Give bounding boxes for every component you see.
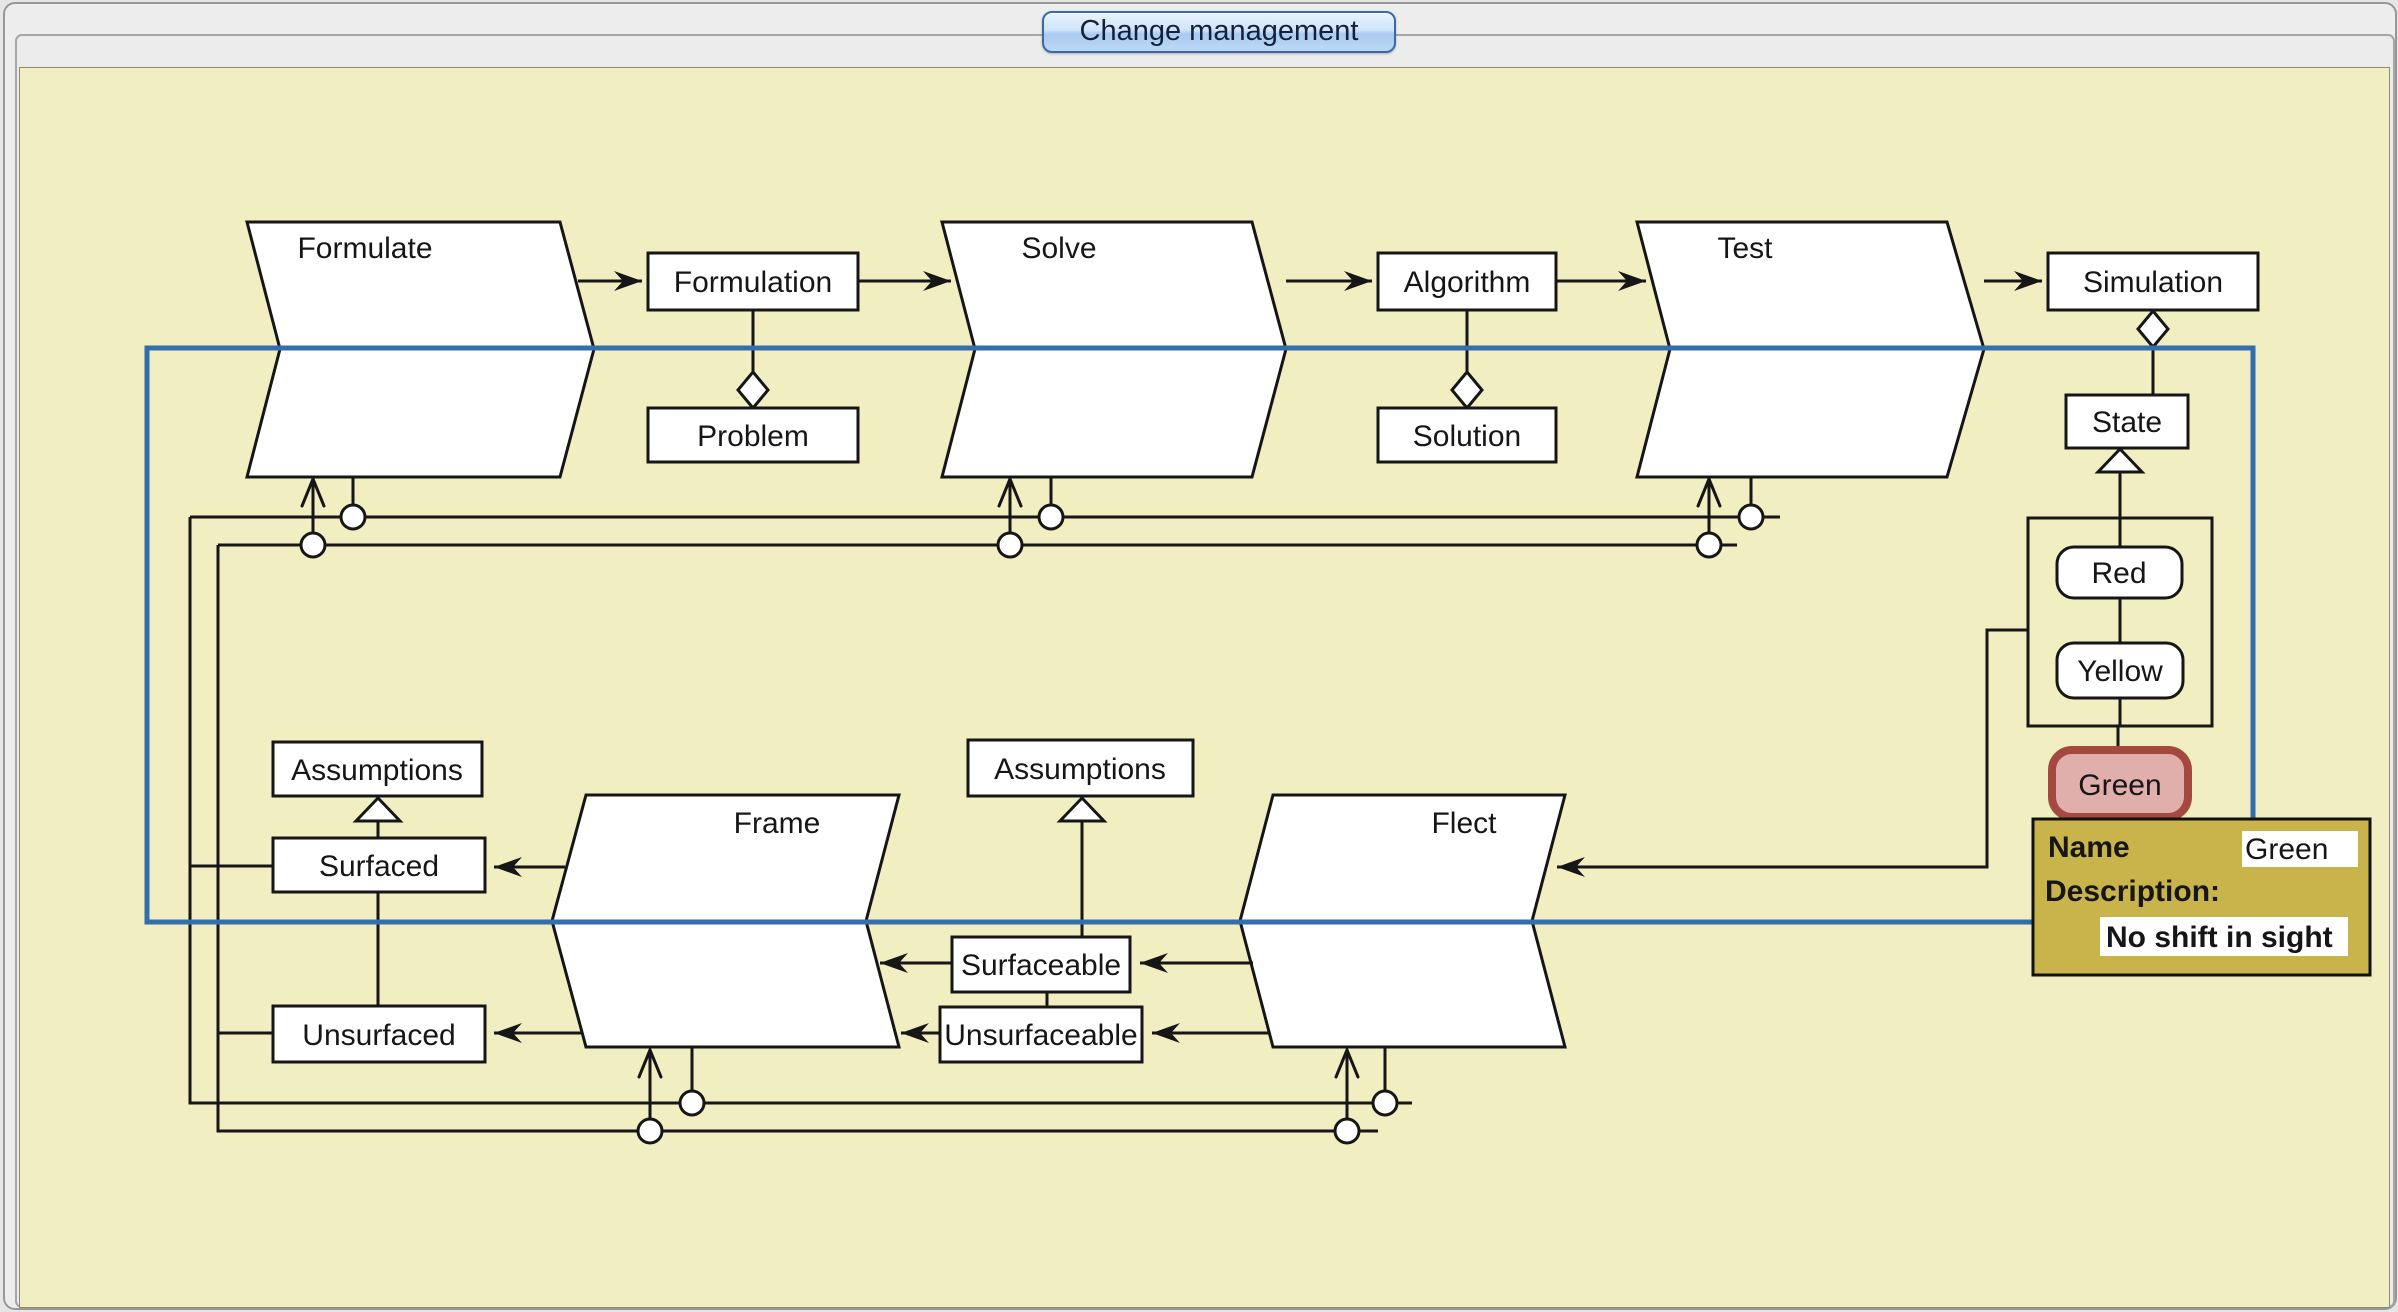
diamond-solution xyxy=(1450,369,1484,411)
tab-change-management[interactable]: Change management xyxy=(1042,11,1396,53)
formulate-label: Formulate xyxy=(297,232,432,265)
inspector-name-value: Green xyxy=(2245,833,2328,866)
assumptions-left-label: Assumptions xyxy=(291,754,463,787)
state-node[interactable] xyxy=(2064,393,2190,450)
formulation-label: Formulation xyxy=(674,266,832,299)
surfaceable-node[interactable] xyxy=(950,935,1132,994)
property-inspector: Name Green Description: No shift in sigh… xyxy=(2031,817,2372,977)
state-label: State xyxy=(2092,406,2162,439)
link-state-chain xyxy=(2116,518,2122,752)
problem-node[interactable] xyxy=(646,406,860,464)
diamond-problem xyxy=(736,369,770,411)
left-inner-bus-line xyxy=(216,545,1378,1133)
yellow-state-label: Yellow xyxy=(2077,655,2163,688)
algorithm-label: Algorithm xyxy=(1404,266,1531,299)
channel-bus-lines xyxy=(188,515,1780,1133)
simulation-label: Simulation xyxy=(2083,266,2223,299)
triangle-state xyxy=(2094,446,2146,474)
flow-arrows xyxy=(494,271,2042,1043)
assumptions-left-node[interactable] xyxy=(271,740,484,798)
arrow-states-flect xyxy=(1557,628,2028,877)
relation-links xyxy=(352,308,2170,1007)
left-outer-bus-line xyxy=(188,517,1412,1105)
surfaced-node[interactable] xyxy=(271,836,487,894)
triangle-assumptions-mid xyxy=(1056,795,1108,823)
solution-node[interactable] xyxy=(1376,406,1558,464)
surfaceable-label: Surfaceable xyxy=(961,949,1121,982)
diamond-simulation xyxy=(2136,308,2170,350)
selection-rectangle[interactable] xyxy=(144,345,2256,925)
inspector-description-field[interactable] xyxy=(2100,917,2348,956)
red-state[interactable] xyxy=(2055,545,2184,600)
yellow-state[interactable] xyxy=(2055,641,2185,700)
simulation-node[interactable] xyxy=(2046,251,2260,312)
red-state-label: Red xyxy=(2091,557,2146,590)
formulation-node[interactable] xyxy=(646,251,860,312)
unsurfaceable-label: Unsurfaceable xyxy=(944,1019,1137,1052)
frame-label: Frame xyxy=(734,807,821,840)
unsurfaceable-node[interactable] xyxy=(938,1005,1144,1064)
green-state-label: Green xyxy=(2078,769,2161,802)
problem-label: Problem xyxy=(697,420,809,453)
bus-junctions xyxy=(299,503,1765,1145)
algorithm-node[interactable] xyxy=(1376,251,1558,312)
inspector-description-label: Description: xyxy=(2045,875,2220,908)
green-state-selected[interactable] xyxy=(2048,746,2192,821)
unsurfaced-label: Unsurfaced xyxy=(302,1019,455,1052)
rect-nodes: Formulation Problem Algorithm Solution S… xyxy=(271,251,2260,1064)
flect-label: Flect xyxy=(1431,807,1497,840)
solution-label: Solution xyxy=(1413,420,1521,453)
assumptions-mid-node[interactable] xyxy=(966,738,1195,798)
assumptions-mid-label: Assumptions xyxy=(994,753,1166,786)
test-label: Test xyxy=(1717,232,1773,265)
unsurfaced-node[interactable] xyxy=(271,1004,487,1064)
inspector-name-field[interactable] xyxy=(2242,831,2358,867)
tab-label: Change management xyxy=(1079,15,1359,47)
inspector-name-label: Name xyxy=(2048,831,2130,864)
triangle-assumptions-left xyxy=(352,795,404,823)
solve-label: Solve xyxy=(1021,232,1096,265)
state-container[interactable] xyxy=(2026,516,2214,728)
state-machine: Red Yellow Green xyxy=(2026,516,2214,821)
surfaced-label: Surfaced xyxy=(319,850,439,883)
inspector-description-value: No shift in sight xyxy=(2106,921,2333,954)
